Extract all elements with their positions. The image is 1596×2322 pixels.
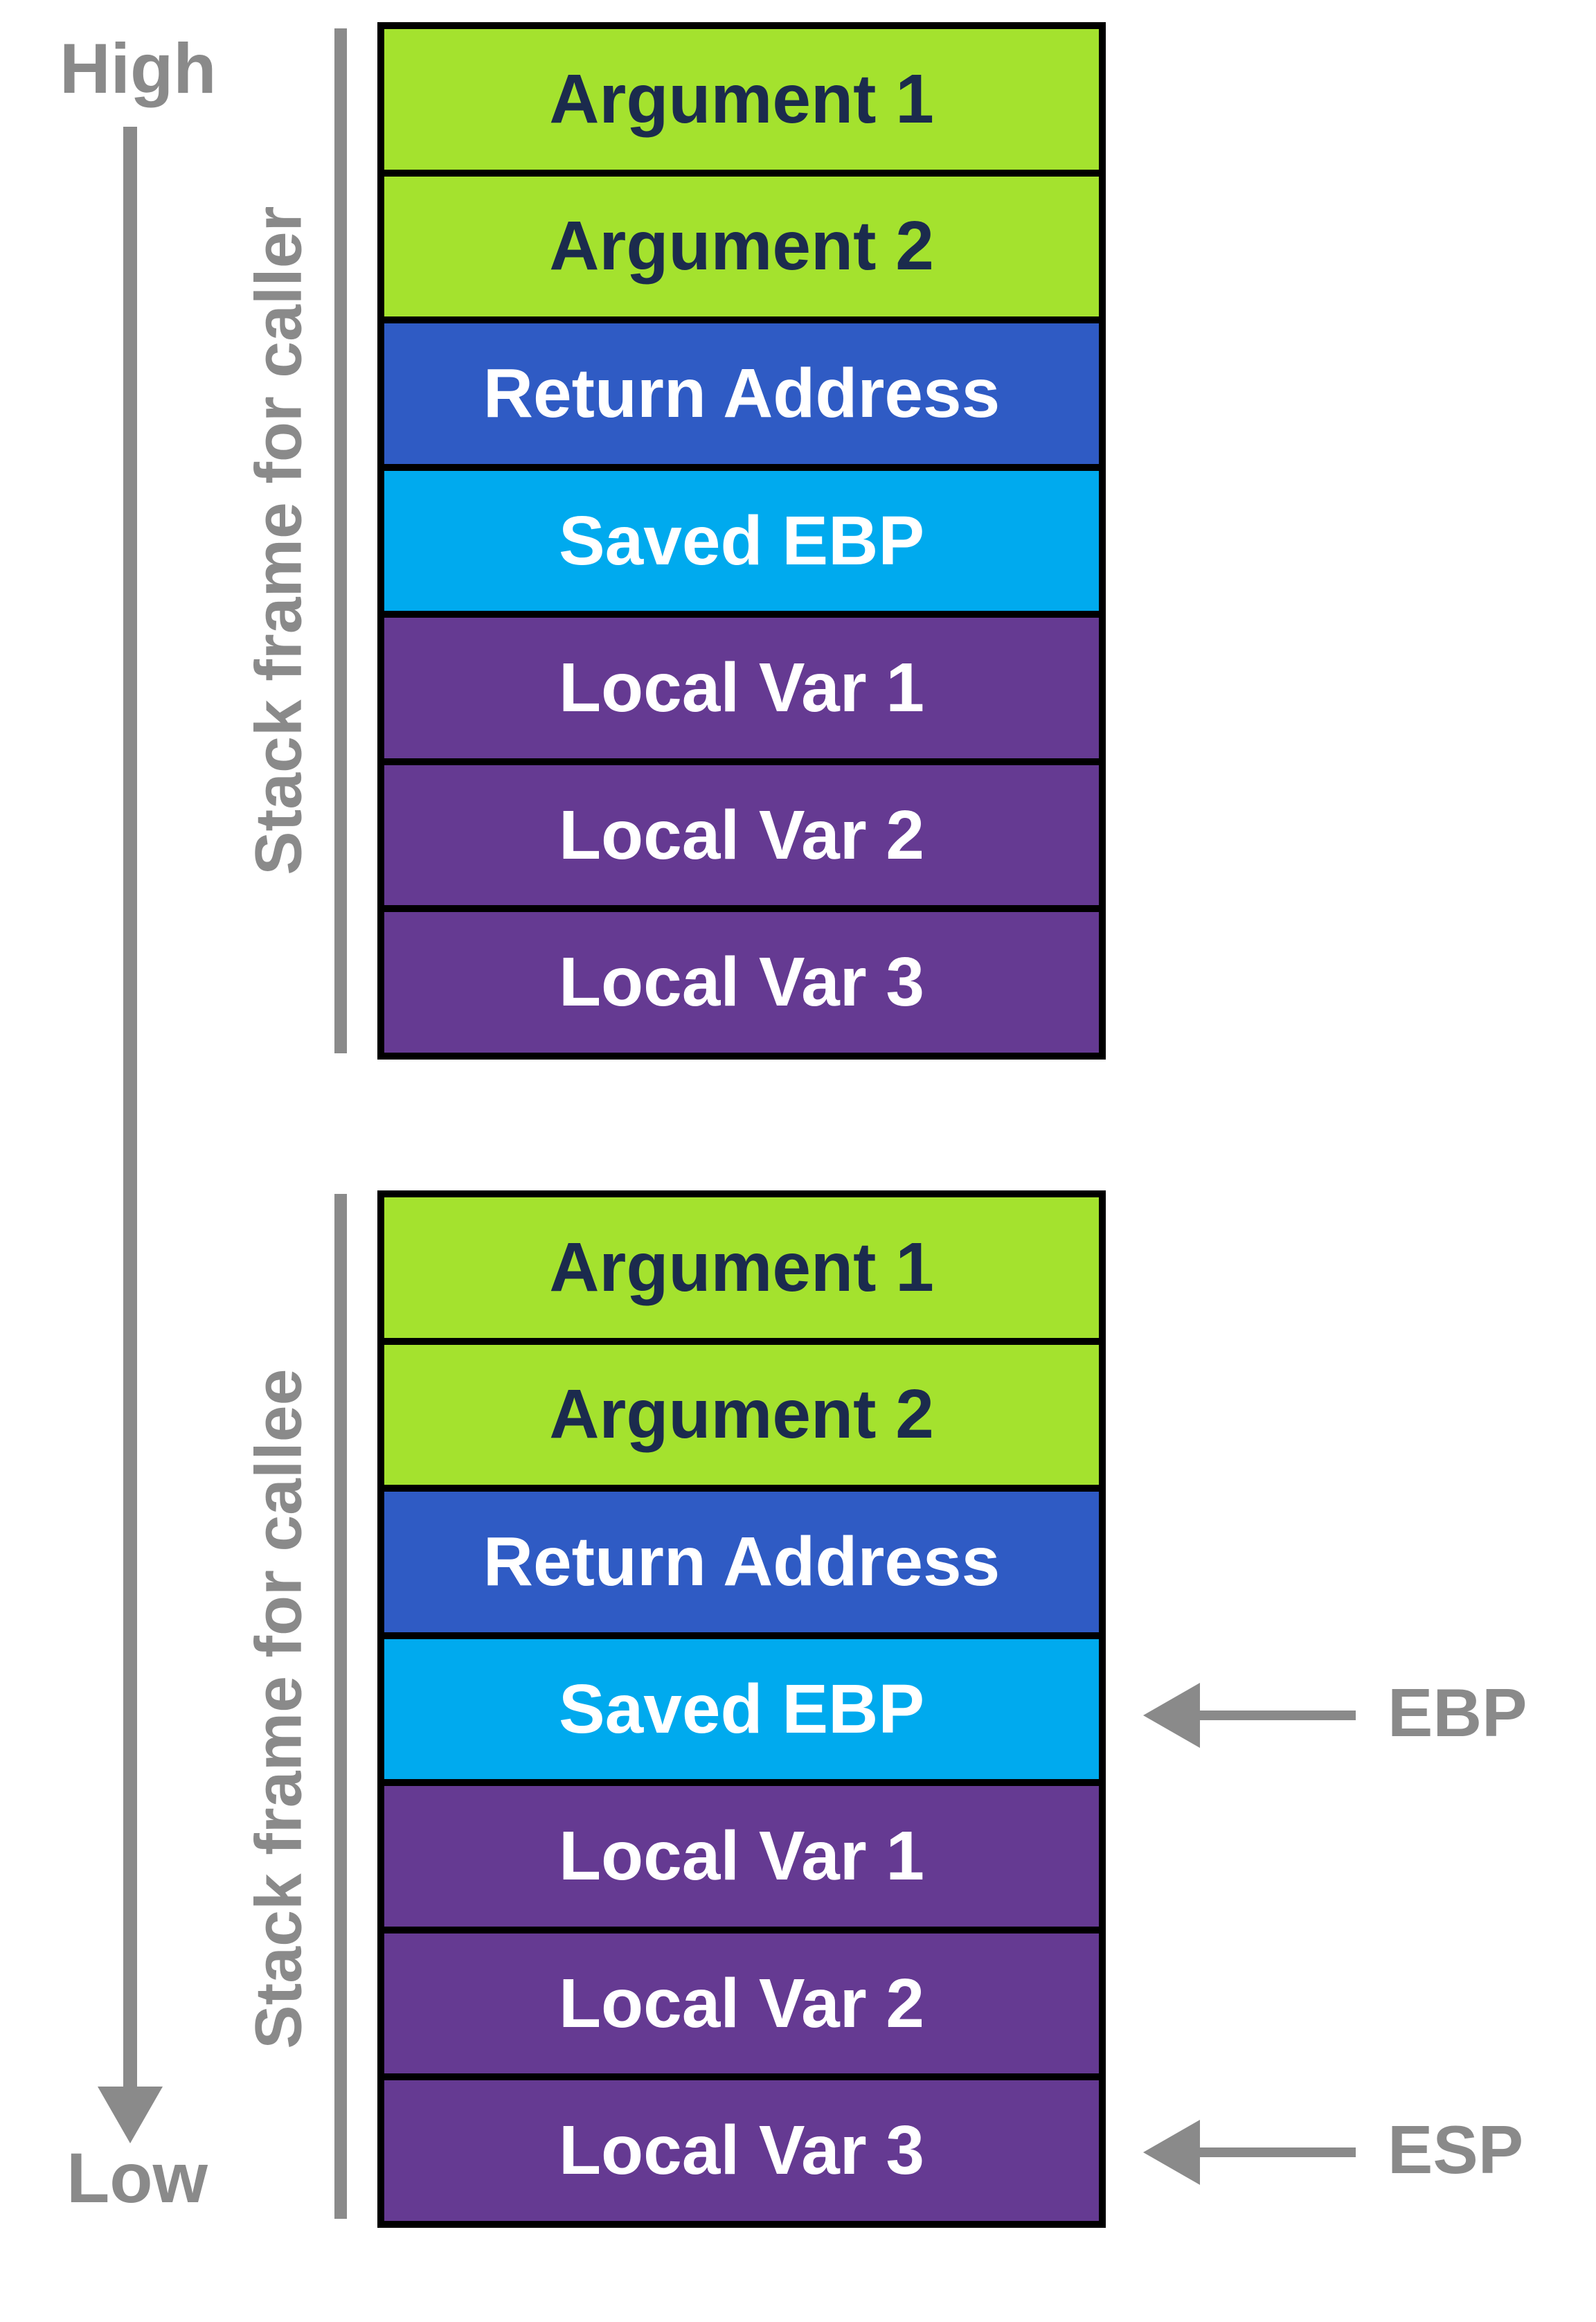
memory-direction-arrowhead-icon bbox=[98, 2087, 163, 2143]
stack-row-saved-ebp: Saved EBP bbox=[384, 1632, 1099, 1780]
esp-arrow-icon bbox=[1143, 2120, 1200, 2185]
stack-row-local-var: Local Var 2 bbox=[384, 1926, 1099, 2074]
stack-row-local-var: Local Var 1 bbox=[384, 1779, 1099, 1927]
memory-direction-arrow-line bbox=[123, 127, 137, 2089]
stack-row-local-var: Local Var 1 bbox=[384, 611, 1099, 758]
stack-row-argument: Argument 1 bbox=[384, 29, 1099, 170]
esp-register-label: ESP bbox=[1388, 2111, 1524, 2188]
stack-row-argument: Argument 2 bbox=[384, 169, 1099, 317]
ebp-arrow-icon bbox=[1143, 1683, 1200, 1748]
stack-row-local-var: Local Var 3 bbox=[384, 905, 1099, 1053]
stack-row-return-address: Return Address bbox=[384, 316, 1099, 464]
stack-row-return-address: Return Address bbox=[384, 1485, 1099, 1632]
callee-bracket-label: Stack frame for callee bbox=[242, 1368, 316, 2049]
stack-row-local-var: Local Var 2 bbox=[384, 758, 1099, 906]
stack-row-saved-ebp: Saved EBP bbox=[384, 463, 1099, 611]
low-address-label: Low bbox=[66, 2138, 208, 2217]
callee-bracket-bar bbox=[334, 1194, 347, 2219]
ebp-register-label: EBP bbox=[1388, 1674, 1527, 1751]
caller-bracket-bar bbox=[334, 28, 347, 1053]
high-address-label: High bbox=[60, 29, 217, 108]
stack-row-argument: Argument 2 bbox=[384, 1337, 1099, 1485]
caller-bracket-label: Stack frame for caller bbox=[242, 206, 316, 875]
stack-row-local-var: Local Var 3 bbox=[384, 2073, 1099, 2222]
ebp-arrow-line bbox=[1199, 1711, 1356, 1720]
esp-arrow-line bbox=[1199, 2147, 1356, 2157]
stack-row-argument: Argument 1 bbox=[384, 1197, 1099, 1338]
